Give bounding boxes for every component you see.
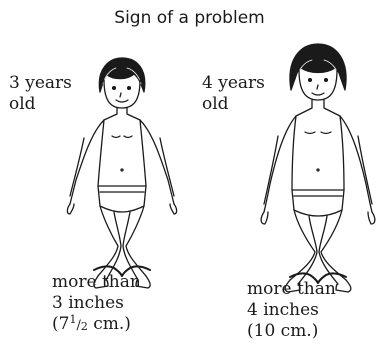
left-child-underwear	[98, 186, 146, 212]
left-measurement-label: more than 3 inches (71/2 cm.)	[52, 272, 141, 336]
right-child-left-leg	[290, 210, 315, 280]
left-measure-fraction-denominator: 2	[81, 320, 88, 333]
right-measure-line-1: more than	[247, 279, 336, 300]
left-measure-line-3-prefix: (7	[52, 314, 69, 334]
right-measure-line-2: 4 inches	[247, 300, 336, 321]
left-measure-line-1: more than	[52, 272, 141, 293]
left-child-face	[104, 80, 140, 108]
left-measure-line-3: (71/2 cm.)	[52, 314, 141, 336]
right-measurement-label: more than 4 inches (10 cm.)	[247, 279, 336, 342]
right-child-right-arm	[340, 116, 372, 212]
right-child-right-leg	[321, 210, 346, 280]
left-child-figure	[67, 58, 176, 288]
left-child-hair	[99, 58, 144, 92]
right-child-figure	[261, 44, 375, 292]
right-child-underwear	[292, 190, 344, 216]
left-measure-line-3-suffix: cm.)	[88, 314, 131, 334]
left-measure-line-2: 3 inches	[52, 293, 141, 314]
left-measure-fraction-numerator: 1	[69, 313, 76, 326]
right-measure-line-3: (10 cm.)	[247, 321, 336, 342]
right-child-left-arm	[264, 116, 296, 212]
right-child-hair	[290, 44, 346, 90]
